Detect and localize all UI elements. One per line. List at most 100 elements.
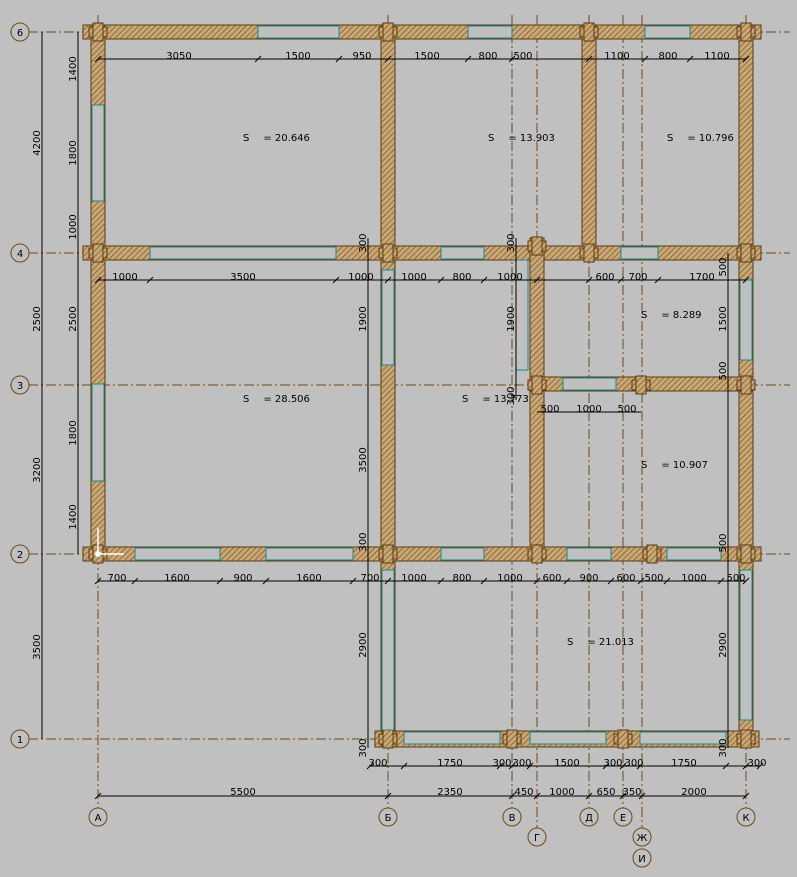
dim-label: 2500 — [32, 306, 43, 331]
dim-label: 1800 — [68, 420, 79, 445]
dims-row-3: 500 1000 500 — [540, 404, 636, 415]
dim-label: 5500 — [230, 787, 255, 798]
dim-label: 4200 — [32, 130, 43, 155]
dimension-tick — [563, 577, 571, 585]
dimension-tick — [637, 577, 645, 585]
dim-label: 900 — [579, 573, 598, 584]
window-opening — [265, 547, 354, 561]
dim-label: 2900 — [358, 632, 369, 657]
axis-bubble-g: Г — [527, 827, 547, 847]
dim-label: 1500 — [285, 51, 310, 62]
dim-label: 1500 — [718, 306, 729, 331]
dim-label: 300 — [603, 758, 622, 769]
dim-label: 700 — [628, 272, 647, 283]
dim-label: 1000 — [112, 272, 137, 283]
wall-junction — [382, 729, 394, 749]
dim-label: 1000 — [401, 573, 426, 584]
dim-label: 300 — [506, 386, 517, 405]
wall-junction — [740, 22, 752, 42]
dim-label: 300 — [368, 758, 387, 769]
dimension-tick — [617, 276, 625, 284]
dim-label: 300 — [358, 233, 369, 252]
dimension-tick — [508, 55, 516, 63]
room-area-label-r1: S= 20.646 — [243, 133, 310, 144]
svg-text:3: 3 — [17, 381, 23, 392]
dim-label: 2500 — [68, 306, 79, 331]
dimension-tick — [94, 276, 102, 284]
dim-label: 650 — [596, 787, 615, 798]
dimension-tick — [437, 276, 445, 284]
dim-label: 2900 — [718, 632, 729, 657]
window-opening — [566, 547, 612, 561]
dim-label: 900 — [233, 573, 252, 584]
dimension-tick — [526, 762, 534, 770]
dim-label: 800 — [478, 51, 497, 62]
axis-bubble-1: 1 — [10, 729, 30, 749]
dimension-tick — [94, 792, 102, 800]
dimension-tick — [533, 792, 541, 800]
dim-label: 300 — [624, 758, 643, 769]
dim-label: 950 — [352, 51, 371, 62]
dims-bottom: 5500 2350 450 1000 650 350 2000 — [230, 787, 706, 798]
dimension-tick — [262, 577, 270, 585]
dimension-tick — [619, 762, 627, 770]
dim-label: 500 — [540, 404, 559, 415]
dimension-tick — [636, 762, 644, 770]
dimension-lines — [41, 32, 764, 800]
wall-junction — [92, 243, 104, 263]
dimension-tick — [437, 577, 445, 585]
dim-label: 300 — [358, 532, 369, 551]
dimension-tick — [533, 577, 541, 585]
dim-label: 500 — [644, 573, 663, 584]
axis-bubbles-cols: А Б В Г Д Е Ж И К — [88, 807, 756, 868]
svg-text:К: К — [742, 813, 749, 824]
ucs-origin-icon — [95, 528, 124, 557]
room-area-labels: S= 20.646 S= 13.903 S= 10.796 S= 8.289 S… — [243, 133, 734, 648]
room-area-label-r4: S= 8.289 — [641, 310, 702, 321]
svg-text:Ж: Ж — [637, 833, 648, 844]
room-area-label-r6: S= 13.773 — [462, 394, 529, 405]
window-opening — [381, 569, 395, 731]
wall-segment — [529, 237, 545, 561]
wall-junction — [382, 544, 394, 564]
axis-bubble-2: 2 — [10, 544, 30, 564]
dim-label: 1500 — [414, 51, 439, 62]
dim-label: 500 — [513, 51, 532, 62]
dim-label: 600 — [595, 272, 614, 283]
window-opening — [403, 731, 501, 745]
svg-text:4: 4 — [17, 249, 23, 260]
window-opening — [739, 279, 753, 361]
svg-text:Б: Б — [385, 813, 392, 824]
dim-label: 700 — [360, 573, 379, 584]
svg-text:6: 6 — [17, 28, 23, 39]
dimension-tick — [585, 792, 593, 800]
axis-bubble-i: И — [632, 848, 652, 868]
dimension-tick — [638, 792, 646, 800]
dim-label: 800 — [452, 573, 471, 584]
window-opening — [644, 25, 691, 39]
wall-junction — [740, 375, 752, 395]
dimension-tick — [585, 276, 593, 284]
dim-label: 3050 — [166, 51, 191, 62]
dim-label: 500 — [726, 573, 745, 584]
dim-label: 350 — [622, 787, 641, 798]
window-opening — [91, 383, 105, 482]
dimension-tick — [254, 55, 262, 63]
dim-label: 1500 — [554, 758, 579, 769]
svg-text:Г: Г — [534, 833, 540, 844]
wall-junction — [617, 729, 629, 749]
dim-label: 600 — [542, 573, 561, 584]
dim-label: 800 — [658, 51, 677, 62]
axis-bubble-a: А — [88, 807, 108, 827]
room-area-label-r7: S= 10.907 — [641, 460, 708, 471]
dim-label: 1000 — [681, 573, 706, 584]
dim-label: 1600 — [296, 573, 321, 584]
dimension-tick — [464, 55, 472, 63]
dim-label: 300 — [506, 233, 517, 252]
axis-bubble-d: Д — [579, 807, 599, 827]
axis-bubble-4: 4 — [10, 243, 30, 263]
dimension-tick — [366, 762, 374, 770]
wall-junction — [531, 375, 543, 395]
dimension-tick — [480, 276, 488, 284]
dim-label: 450 — [514, 787, 533, 798]
